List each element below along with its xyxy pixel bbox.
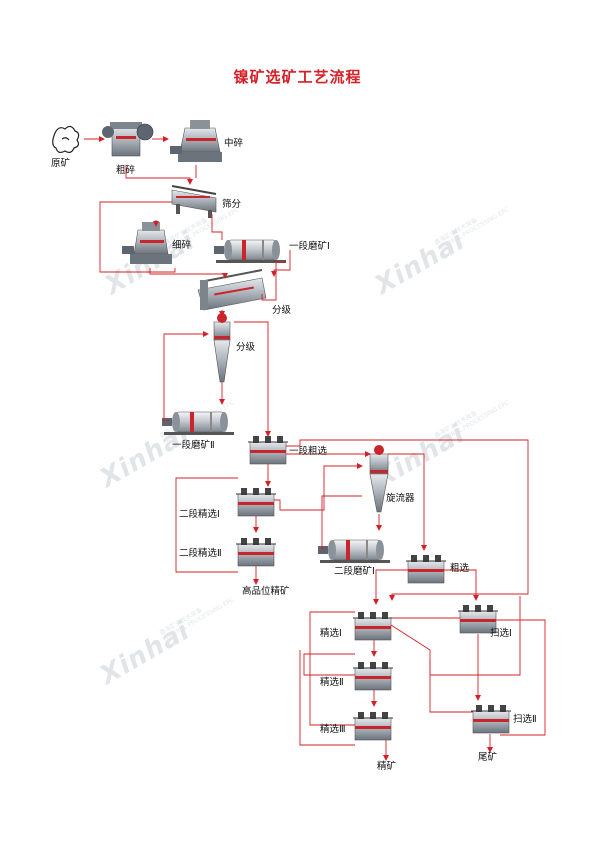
vibrating-screen-icon <box>171 185 217 218</box>
flotation-cell-icon <box>235 537 277 567</box>
regrind-mill-icon <box>317 539 391 564</box>
page-title: 镍矿选矿工艺流程 <box>233 68 362 86</box>
label-ball-mill-2: 一段磨矿Ⅱ <box>172 440 215 451</box>
cone-crusher-icon <box>170 120 222 162</box>
raw-ore-icon <box>52 125 80 154</box>
label-ball-mill-1: 一段磨矿Ⅰ <box>289 241 330 252</box>
flotation-cell-icon <box>470 704 512 734</box>
label-cleaner-3: 精选Ⅲ <box>320 724 346 735</box>
label-rougher-1: 一段粗选 <box>289 446 328 457</box>
ball-mill-icon <box>213 239 287 264</box>
label-screening: 筛分 <box>222 199 242 210</box>
jaw-crusher-icon <box>102 122 154 157</box>
label-cleaner-1: 精选Ⅰ <box>320 628 342 639</box>
label-scavenger-1: 扫选Ⅰ <box>490 628 512 639</box>
flow-lines <box>84 136 546 761</box>
flotation-cell-icon <box>247 435 289 465</box>
label-cyclone: 旋流器 <box>386 493 415 504</box>
label-tailings: 尾矿 <box>478 752 498 763</box>
cyclone-icon <box>369 445 389 513</box>
flotation-cell-icon <box>405 554 447 584</box>
label-coarse-crush: 粗碎 <box>116 165 136 176</box>
label-fine-crush: 细碎 <box>172 240 192 251</box>
flotation-cell-icon <box>235 487 277 517</box>
label-classifier: 分级 <box>272 305 292 316</box>
label-scavenger-2: 扫选Ⅱ <box>513 714 537 725</box>
fine-cone-crusher-icon <box>122 222 172 264</box>
hydrocyclone-icon <box>213 313 231 383</box>
flotation-cell-icon <box>352 711 394 741</box>
label-cleaner-2: 精选Ⅱ <box>320 677 344 688</box>
label-medium-crush: 中碎 <box>224 138 244 149</box>
flotation-cell-icon <box>352 661 394 691</box>
label-hydrocyclone-classify: 分级 <box>236 342 256 353</box>
label-regrind-mill: 二段磨矿Ⅰ <box>334 566 375 577</box>
flotation-cell-icon <box>352 611 394 641</box>
label-concentrate: 精矿 <box>377 761 397 772</box>
ball-mill-2-icon <box>161 411 235 436</box>
label-cleaner-2-2: 二段精选Ⅱ <box>179 548 222 559</box>
label-raw-ore: 原矿 <box>51 158 71 169</box>
spiral-classifier-icon <box>197 269 267 311</box>
label-cleaner-2-1: 二段精选Ⅰ <box>179 509 220 520</box>
label-rougher: 粗选 <box>450 563 470 574</box>
label-high-grade-concentrate: 高品位精矿 <box>242 586 290 597</box>
